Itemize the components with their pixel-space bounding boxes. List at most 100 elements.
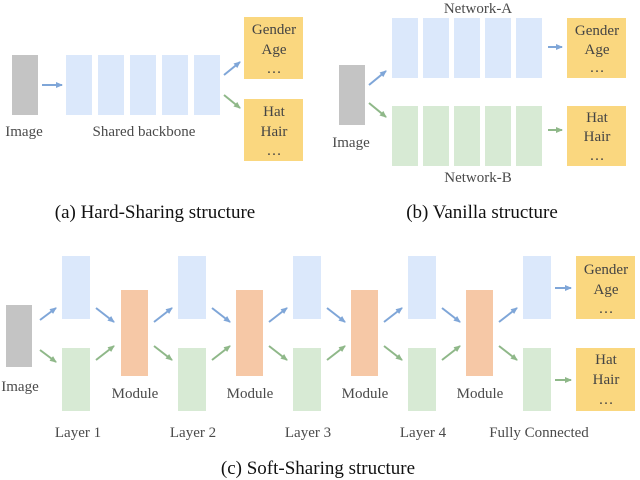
network-a-layer — [454, 18, 480, 78]
shared-backbone-layer — [66, 55, 92, 115]
attribute-label: Hat — [586, 110, 608, 126]
soft-sharing-panel: Image — [1, 256, 635, 479]
module-block-3 — [351, 290, 378, 376]
image-label: Image — [332, 135, 370, 151]
input-image-block — [339, 65, 365, 125]
attribute-box-gender-age — [244, 17, 303, 79]
arrow — [326, 307, 346, 323]
green-fc-layer — [523, 348, 551, 411]
arrow — [368, 70, 387, 86]
network-a-layer — [392, 18, 418, 78]
caption-a: (a) Hard-Sharing structure — [55, 202, 255, 223]
shared-backbone-layer — [162, 55, 188, 115]
layer-label: Layer 1 — [55, 425, 101, 441]
blue-fc-layer — [523, 256, 551, 319]
attribute-label: Hair — [261, 124, 288, 140]
network-b-layer — [392, 106, 418, 166]
module-block-2 — [236, 290, 263, 376]
arrow — [498, 345, 518, 361]
arrow — [326, 345, 346, 361]
blue-layer-2 — [178, 256, 206, 319]
input-image-block — [6, 305, 32, 367]
attribute-label: … — [590, 60, 605, 76]
attribute-label: Gender — [584, 262, 628, 278]
attribute-label: Hat — [595, 352, 617, 368]
arrow — [211, 307, 231, 323]
network-b-label: Network-B — [444, 170, 512, 186]
attribute-label: … — [599, 301, 614, 317]
module-block-4 — [466, 290, 493, 376]
attribute-label: Age — [594, 282, 619, 298]
attribute-box-hat-hair — [576, 348, 635, 411]
backbone-label: Shared backbone — [93, 124, 196, 140]
arrow — [368, 102, 387, 118]
blue-layer-3 — [293, 256, 321, 319]
network-a-layer — [485, 18, 511, 78]
layer-label: Layer 4 — [400, 425, 447, 441]
module-label: Module — [227, 386, 274, 402]
arrow — [39, 349, 57, 363]
arrow — [211, 345, 231, 361]
green-layer-2 — [178, 348, 206, 411]
attribute-label: … — [267, 143, 282, 159]
image-label: Image — [1, 379, 39, 395]
attribute-label: … — [590, 148, 605, 164]
layer-label: Layer 3 — [285, 425, 331, 441]
network-b-layer — [454, 106, 480, 166]
network-b-layer — [485, 106, 511, 166]
network-a-label: Network-A — [444, 1, 512, 17]
blue-layer-4 — [408, 256, 436, 319]
shared-backbone-layer — [130, 55, 156, 115]
layer-label: Layer 2 — [170, 425, 216, 441]
attribute-box-hat-hair — [567, 106, 626, 166]
arrow — [153, 345, 173, 361]
module-label: Module — [342, 386, 389, 402]
arrow — [441, 307, 461, 323]
attribute-box-gender-age — [567, 18, 626, 78]
arrow — [268, 307, 288, 323]
attribute-box-hat-hair — [244, 99, 303, 161]
attribute-label: Gender — [575, 23, 619, 39]
arrow — [498, 307, 518, 323]
attribute-label: Age — [262, 42, 287, 58]
module-block-1 — [121, 290, 148, 376]
vanilla-panel: Network-A Gender Age … Hat Hair … Image … — [332, 1, 626, 223]
network-a-layer — [516, 18, 542, 78]
blue-layer-1 — [62, 256, 90, 319]
green-layer-1 — [62, 348, 90, 411]
arrow — [223, 61, 241, 76]
attribute-label: … — [599, 392, 614, 408]
caption-c: (c) Soft-Sharing structure — [221, 458, 415, 479]
input-image-block — [12, 55, 38, 115]
green-layer-4 — [408, 348, 436, 411]
module-label: Module — [112, 386, 159, 402]
attribute-box-gender-age — [576, 256, 635, 319]
arrow — [95, 307, 115, 323]
shared-backbone-layer — [98, 55, 124, 115]
arrow — [268, 345, 288, 361]
arrow — [223, 94, 241, 109]
network-b-layer — [516, 106, 542, 166]
attribute-label: Hair — [593, 372, 620, 388]
module-label: Module — [457, 386, 504, 402]
arrow — [95, 345, 115, 361]
attribute-label: Gender — [252, 22, 296, 38]
layer-label: Fully Connected — [489, 425, 589, 441]
arrow — [441, 345, 461, 361]
network-b-layer — [423, 106, 449, 166]
attribute-label: Age — [585, 42, 610, 58]
attribute-label: … — [267, 61, 282, 77]
hard-sharing-panel: Gender Age … Hat Hair … Image Shared bac… — [5, 17, 303, 223]
image-label: Image — [5, 124, 43, 140]
attribute-label: Hat — [263, 104, 285, 120]
green-layer-3 — [293, 348, 321, 411]
arrow — [383, 307, 403, 323]
shared-backbone-layer — [194, 55, 220, 115]
arrow — [153, 307, 173, 323]
attribute-label: Hair — [584, 129, 611, 145]
caption-b: (b) Vanilla structure — [406, 202, 558, 223]
arrow — [383, 345, 403, 361]
arrow — [39, 307, 57, 321]
network-a-layer — [423, 18, 449, 78]
